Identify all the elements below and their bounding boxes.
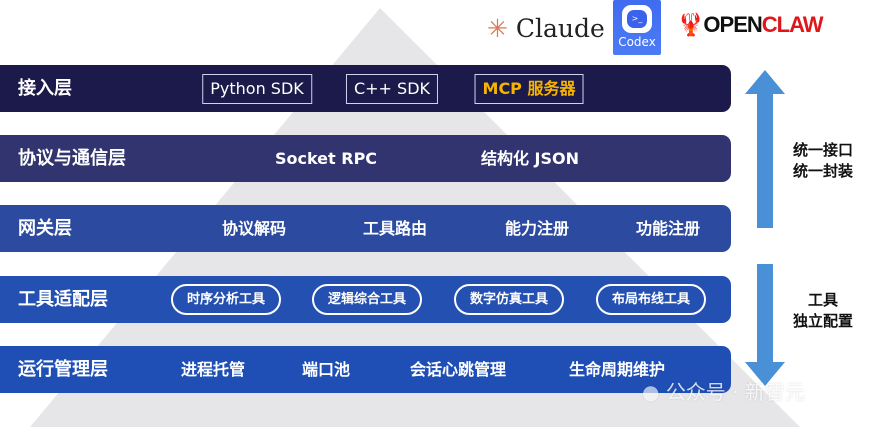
side-text: 独立配置 bbox=[792, 312, 853, 330]
layer-item: 生命周期维护 bbox=[568, 360, 666, 379]
mcp-server-box: MCP 服务器 bbox=[474, 74, 584, 104]
claude-star-icon: ✳ bbox=[487, 14, 508, 43]
side-text: 统一封装 bbox=[792, 162, 853, 180]
layer-protocol: 协议与通信层 Socket RPC 结构化 JSON bbox=[0, 135, 731, 182]
layer-name: 接入层 bbox=[18, 78, 72, 99]
claude-text: Claude bbox=[515, 14, 605, 43]
side-label-top: 统一接口 统一封装 bbox=[773, 140, 873, 182]
layer-item: 协议解码 bbox=[221, 219, 287, 238]
layer-item: 工具路由 bbox=[362, 219, 428, 238]
layer-name: 网关层 bbox=[18, 218, 72, 239]
layer-item: 会话心跳管理 bbox=[409, 360, 507, 379]
codex-icon: >_ bbox=[622, 5, 652, 33]
layer-item: 能力注册 bbox=[504, 219, 570, 238]
layer-name: 协议与通信层 bbox=[18, 148, 126, 169]
layer-item: Socket RPC bbox=[274, 149, 378, 168]
wechat-icon: ● bbox=[642, 380, 660, 404]
tool-pill: 逻辑综合工具 bbox=[312, 284, 422, 315]
side-text: 统一接口 bbox=[792, 141, 853, 159]
watermark-text: 公众号 · 新智元 bbox=[665, 380, 805, 404]
openclaw-text-open: OPEN bbox=[703, 12, 762, 37]
claude-logo: ✳ Claude bbox=[487, 14, 605, 43]
layer-runtime: 运行管理层 进程托管 端口池 会话心跳管理 生命周期维护 bbox=[0, 346, 731, 393]
cpp-sdk-box: C++ SDK bbox=[345, 74, 439, 104]
double-arrows bbox=[745, 70, 785, 386]
layer-tool-adapter: 工具适配层 时序分析工具 逻辑综合工具 数字仿真工具 布局布线工具 bbox=[0, 276, 731, 323]
layer-item: 进程托管 bbox=[180, 360, 246, 379]
codex-text: Codex bbox=[618, 35, 656, 49]
codex-logo: >_ Codex bbox=[613, 0, 661, 55]
layer-item: 端口池 bbox=[301, 360, 351, 379]
tool-pill: 时序分析工具 bbox=[171, 284, 281, 315]
layer-item: 功能注册 bbox=[635, 219, 701, 238]
layer-name: 运行管理层 bbox=[18, 359, 108, 380]
layer-access: 接入层 Python SDK C++ SDK MCP 服务器 bbox=[0, 65, 731, 112]
lobster-icon: 🦞 bbox=[677, 12, 704, 37]
layer-name: 工具适配层 bbox=[18, 289, 108, 310]
layer-gateway: 网关层 协议解码 工具路由 能力注册 功能注册 bbox=[0, 205, 731, 252]
openclaw-text-claw: CLAW bbox=[761, 12, 824, 37]
arrow-down-icon bbox=[745, 264, 785, 386]
openclaw-logo: 🦞OPENCLAW bbox=[677, 12, 824, 38]
python-sdk-box: Python SDK bbox=[202, 74, 312, 104]
side-label-bottom: 工具 独立配置 bbox=[773, 290, 873, 332]
watermark: ● 公众号 · 新智元 bbox=[642, 376, 805, 405]
layer-item: 结构化 JSON bbox=[480, 149, 580, 168]
side-text: 工具 bbox=[807, 291, 838, 309]
tool-pill: 数字仿真工具 bbox=[454, 284, 564, 315]
arrow-up-icon bbox=[745, 70, 785, 228]
tool-pill: 布局布线工具 bbox=[596, 284, 706, 315]
